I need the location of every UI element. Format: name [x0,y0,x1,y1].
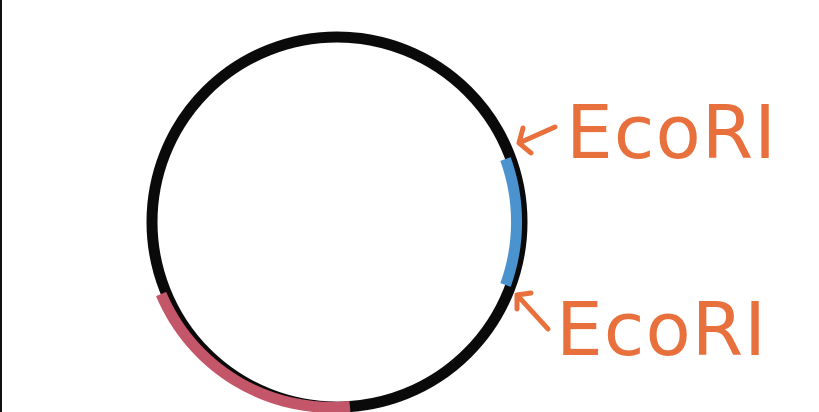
ecori-label-bottom: EcoRI [556,287,767,373]
ecori-arrow-top [516,124,558,156]
plasmid-backbone [146,31,528,412]
ecori-label-top: EcoRI [566,90,777,176]
ecori-arrow-bottom [514,290,551,332]
insert-segment [500,157,523,287]
red-segment [156,291,351,412]
left-frame-edge [0,0,2,412]
